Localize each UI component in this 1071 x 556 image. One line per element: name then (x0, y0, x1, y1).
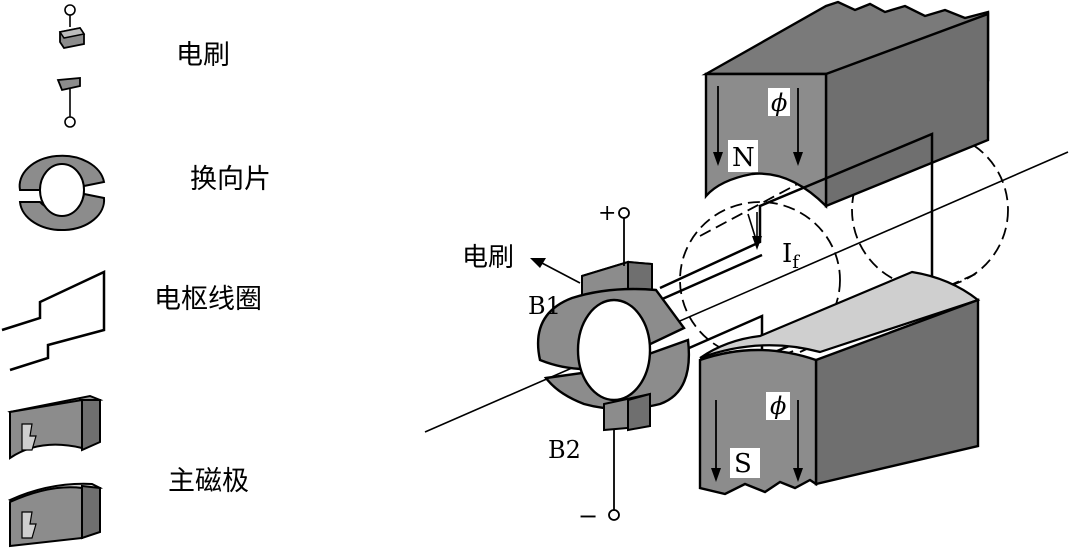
negative-terminal (608, 509, 620, 521)
minus-sign: − (578, 502, 598, 530)
coil-legend-icon (1, 270, 106, 372)
brush-legend-icon (56, 4, 86, 128)
commutator (536, 287, 691, 411)
south-pole (698, 270, 981, 496)
brush-b1-label: B1 (528, 292, 561, 320)
brush-b2-label: B2 (548, 436, 581, 464)
pole-legend-icon-bottom (8, 482, 103, 548)
pole-s-label: S (734, 449, 752, 479)
brush-legend-label: 电刷 (176, 40, 230, 71)
commutator-legend-label: 换向片 (190, 164, 271, 195)
positive-terminal (618, 207, 630, 219)
plus-sign: + (598, 201, 616, 226)
coil-legend-label: 电枢线圈 (154, 284, 262, 315)
brush-callout-label: 电刷 (462, 243, 514, 273)
brush-b2 (603, 392, 651, 432)
north-pole (701, 0, 990, 209)
current-label: If (782, 239, 800, 273)
shaft-axis (424, 151, 1069, 433)
commutator-legend-icon (18, 154, 106, 232)
flux-label-top: ϕ (771, 89, 787, 117)
pole-n-label: N (732, 143, 755, 173)
flux-label-bottom: ϕ (770, 392, 786, 420)
pole-legend-icon-top (7, 394, 104, 460)
pole-legend-label: 主磁极 (168, 466, 249, 497)
